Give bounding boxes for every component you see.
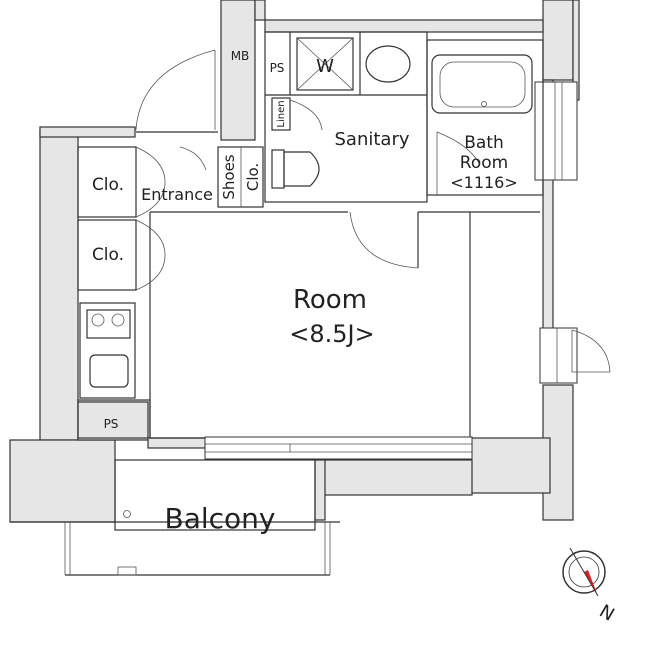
- bath-window: [534, 81, 578, 181]
- wall-left-top: [39, 126, 136, 138]
- balcony-drain: [117, 566, 137, 576]
- ps-bottom-label: PS: [104, 417, 119, 431]
- sanitary-outline: [264, 31, 428, 203]
- bath-label-1: Bath: [464, 133, 504, 153]
- wall-ps-block: [77, 399, 151, 441]
- linen-cabinet: [271, 97, 291, 131]
- shoes-closet-outline: [217, 146, 264, 208]
- closet2-outline: [77, 219, 137, 291]
- ps-bottom-box: [77, 401, 149, 439]
- bath-label-3: <1116>: [450, 173, 518, 192]
- wall-mb: [220, 0, 256, 141]
- washer: [296, 37, 354, 91]
- stove: [86, 309, 131, 339]
- kitchen-counter: [79, 302, 136, 399]
- wall-balcony-side: [314, 459, 326, 521]
- linen-label: Linen: [276, 100, 287, 127]
- entrance-name: Entrance: [141, 185, 213, 204]
- closet2-name: Clo.: [92, 245, 124, 265]
- compass-north-label: N: [596, 601, 618, 626]
- wall-top-a: [254, 0, 266, 21]
- toilet-bowl: [283, 151, 320, 187]
- wall-bottom-a: [147, 437, 209, 449]
- mb-label: MB: [231, 49, 250, 63]
- wall-top-right: [542, 0, 574, 81]
- shoes-label-2: Clo.: [244, 163, 262, 191]
- wall-bottom-b: [321, 459, 473, 496]
- wall-top: [264, 19, 544, 33]
- east-window: [539, 327, 578, 384]
- bath-outline: [426, 39, 544, 196]
- room-size: <8.5J>: [289, 320, 374, 348]
- sink: [365, 45, 411, 83]
- ps-top-label: PS: [270, 61, 285, 75]
- toilet-tank: [271, 149, 285, 189]
- wall-bottom-left: [9, 439, 116, 523]
- room-name: Room: [293, 285, 367, 315]
- balcony-name: Balcony: [165, 502, 276, 535]
- closet1-outline: [77, 146, 137, 218]
- shoes-label-1: Shoes: [220, 154, 238, 199]
- closet1-name: Clo.: [92, 175, 124, 195]
- sanitary-name: Sanitary: [334, 129, 409, 150]
- wall-left: [39, 129, 79, 441]
- kitchen-sink: [89, 354, 129, 388]
- balcony-outlet: [123, 510, 131, 518]
- compass: [562, 547, 606, 597]
- bathtub: [431, 54, 533, 114]
- south-window: [204, 436, 473, 460]
- balcony-outline: [114, 459, 316, 531]
- bath-label-2: Room: [460, 153, 508, 173]
- washer-label: W: [316, 56, 334, 77]
- wall-bottom-right: [469, 437, 551, 494]
